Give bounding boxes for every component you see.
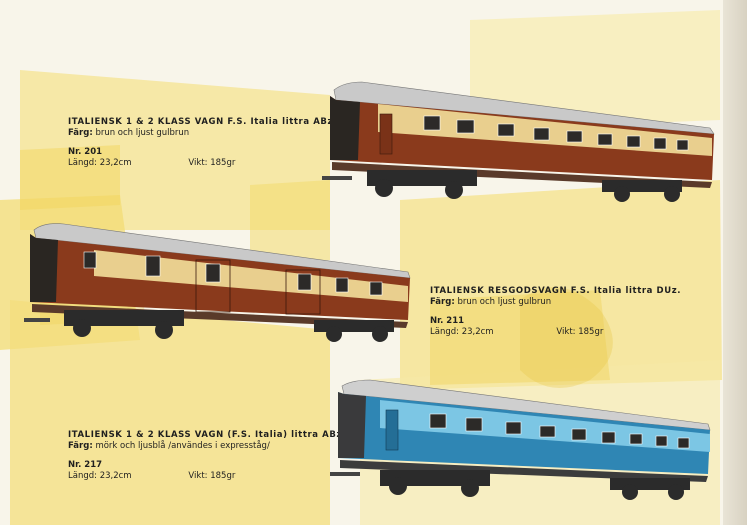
color-value: brun och ljust gulbrun [95,128,190,138]
length-value: 23,2cm [99,158,132,168]
weight-label: Vikt: [188,158,208,168]
nr-label: Nr. [68,460,82,470]
color-label: Färg: [68,441,93,451]
item-number-line: Nr. 211 [430,316,681,326]
color-label: Färg: [430,297,455,307]
length-value: 23,2cm [461,327,494,337]
item-number-line: Nr. 201 [68,147,337,157]
nr-label: Nr. [430,316,444,326]
weight-label: Vikt: [188,471,208,481]
coach-217-illustration [330,379,711,500]
product-title: ITALIENSK 1 & 2 KLASS VAGN (F.S. Italia)… [68,430,342,440]
length-value: 23,2cm [99,471,132,481]
weight-value: 185gr [578,327,604,337]
length-label: Längd: [430,327,459,337]
color-value: brun och ljust gulbrun [457,297,552,307]
coach-201-illustration [322,81,715,202]
product-211: ITALIENSK RESGODSVAGN F.S. Italia littra… [430,286,681,337]
weight-label: Vikt: [556,327,576,337]
nr-value: 211 [446,316,465,326]
product-217: ITALIENSK 1 & 2 KLASS VAGN (F.S. Italia)… [68,430,342,481]
nr-value: 201 [84,147,103,157]
weight-value: 185gr [210,158,236,168]
coach-211-illustration [24,223,411,342]
product-201: ITALIENSK 1 & 2 KLASS VAGN F.S. Italia l… [68,117,337,168]
color-label: Färg: [68,128,93,138]
color-value: mörk och ljusblå /användes i expresståg/ [95,441,270,451]
page-edge [723,0,747,525]
spec-line: Längd: 23,2cm Vikt: 185gr [68,158,337,168]
color-line: Färg: brun och ljust gulbrun [68,128,337,138]
nr-label: Nr. [68,147,82,157]
color-line: Färg: mörk och ljusblå /användes i expre… [68,441,342,451]
product-title: ITALIENSK RESGODSVAGN F.S. Italia littra… [430,286,682,296]
product-title: ITALIENSK 1 & 2 KLASS VAGN F.S. Italia l… [68,117,337,127]
nr-value: 217 [84,460,103,470]
spec-line: Längd: 23,2cm Vikt: 185gr [68,471,342,481]
item-number-line: Nr. 217 [68,460,342,470]
spec-line: Längd: 23,2cm Vikt: 185gr [430,327,681,337]
length-label: Längd: [68,158,97,168]
weight-value: 185gr [210,471,236,481]
color-line: Färg: brun och ljust gulbrun [430,297,681,307]
length-label: Längd: [68,471,97,481]
